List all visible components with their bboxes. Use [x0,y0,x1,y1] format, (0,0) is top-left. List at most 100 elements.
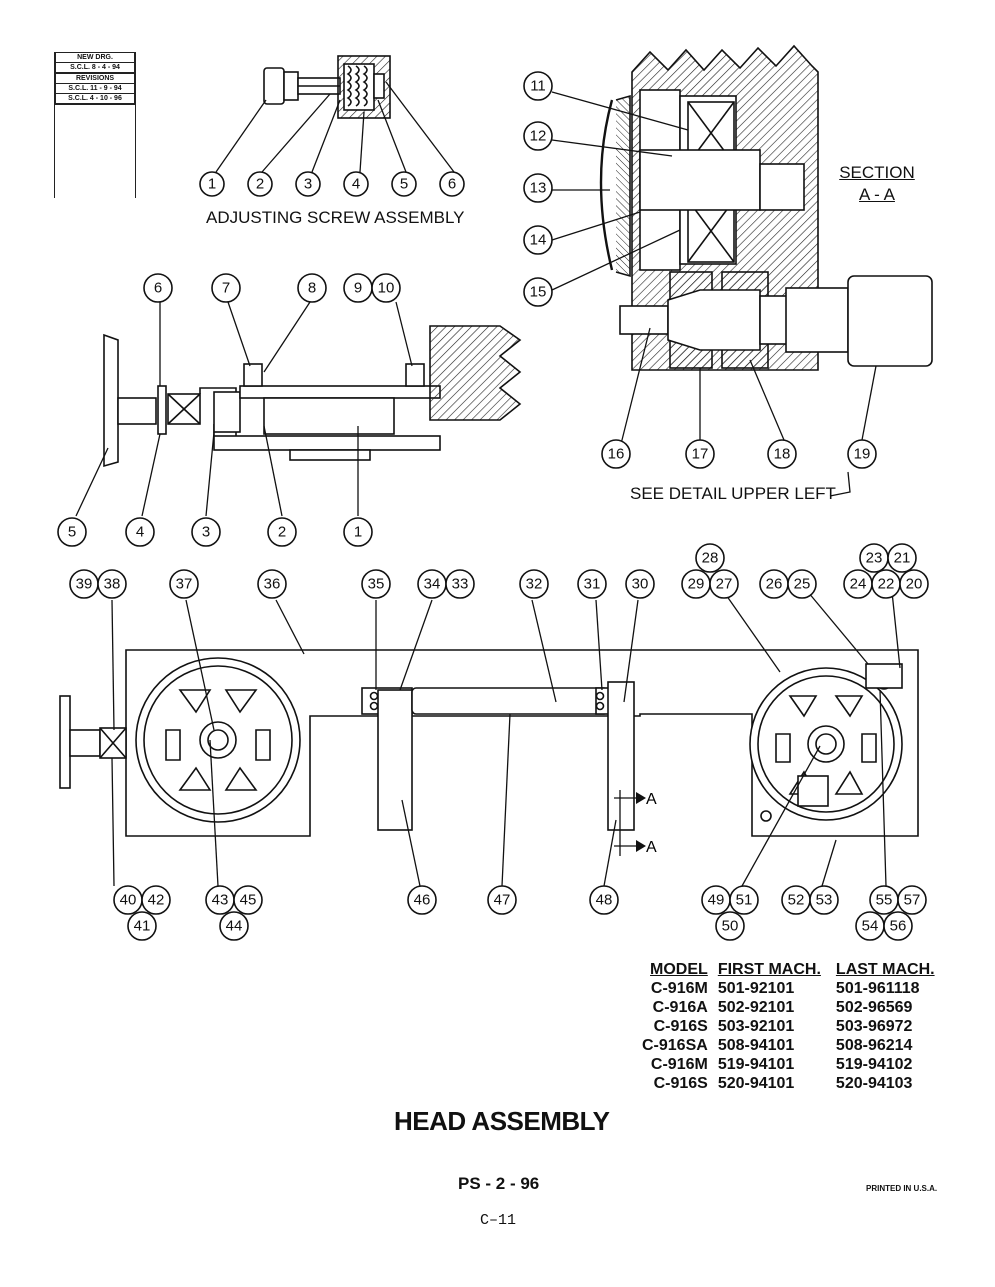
column-header-first-mach: FIRST MACH. [717,961,821,978]
callout-5: 5 [391,171,417,197]
callout-34: 34 [417,569,447,599]
svg-text:54: 54 [862,918,879,935]
callout-54: 54 [855,911,885,941]
callout-2: 2 [247,171,273,197]
callout-16: 16 [601,439,631,469]
svg-text:8: 8 [308,280,316,297]
callout-5b: 5 [57,517,87,547]
callout-32: 32 [519,569,549,599]
svg-text:14: 14 [530,232,547,249]
svg-text:23: 23 [866,550,883,567]
last-mach-cell: 501-961118 [835,980,920,997]
callout-4: 4 [343,171,369,197]
callout-30: 30 [625,569,655,599]
svg-text:31: 31 [584,576,601,593]
callout-39: 39 [69,569,99,599]
section-caption-line2: A - A [859,185,895,204]
callout-45: 45 [233,885,263,915]
column-header-last-mach: LAST MACH. [835,961,935,978]
svg-text:13: 13 [530,180,547,197]
svg-text:7: 7 [222,280,230,297]
revision-block: NEW DRG. S.C.L. 8 - 4 - 94 REVISIONS S.C… [54,52,136,198]
main-head-view [59,649,919,837]
model-cell: C-916M [650,1056,708,1073]
column-header-model: MODEL [650,961,708,978]
callout-11: 11 [523,71,553,101]
callout-10: 10 [371,273,401,303]
first-mach-cell: 503-92101 [717,1018,795,1035]
svg-text:46: 46 [414,892,431,909]
svg-text:5: 5 [68,524,76,541]
svg-text:48: 48 [596,892,613,909]
callout-1: 1 [199,171,225,197]
callout-50: 50 [715,911,745,941]
svg-text:28: 28 [702,550,719,567]
callout-20: 20 [899,569,929,599]
svg-text:22: 22 [878,576,895,593]
callout-53: 53 [809,885,839,915]
section-marker-a-bottom: A [646,839,657,856]
svg-text:25: 25 [794,576,811,593]
callout-46: 46 [407,885,437,915]
table-header-row: MODEL FIRST MACH. LAST MACH. [642,960,942,979]
svg-text:9: 9 [354,280,362,297]
new-drg-label: NEW DRG. [56,53,134,63]
svg-text:37: 37 [176,576,193,593]
svg-text:19: 19 [854,446,871,463]
model-cell: C-916S [653,1018,708,1035]
adjusting-screw-detail [263,55,391,119]
svg-text:10: 10 [378,280,395,297]
svg-text:2: 2 [278,524,286,541]
revisions-label: REVISIONS [56,74,134,84]
svg-text:4: 4 [136,524,144,541]
callout-28: 28 [695,543,725,573]
callout-26: 26 [759,569,789,599]
last-mach-cell: 503-96972 [835,1018,913,1035]
svg-text:2: 2 [256,176,264,193]
callout-2b: 2 [267,517,297,547]
svg-text:41: 41 [134,918,151,935]
svg-text:15: 15 [530,284,547,301]
callout-27: 27 [709,569,739,599]
svg-text:47: 47 [494,892,511,909]
callout-31: 31 [577,569,607,599]
page-title: HEAD ASSEMBLY [394,1106,610,1136]
callout-6: 6 [439,171,465,197]
svg-text:45: 45 [240,892,257,909]
svg-text:44: 44 [226,918,243,935]
model-cell: C-916M [650,980,708,997]
callout-6b: 6 [143,273,173,303]
svg-text:6: 6 [448,176,456,193]
section-a-a-drawing [599,44,933,371]
svg-text:39: 39 [76,576,93,593]
callout-36: 36 [257,569,287,599]
callout-47: 47 [487,885,517,915]
callout-17: 17 [685,439,715,469]
svg-text:3: 3 [304,176,312,193]
callout-4b: 4 [125,517,155,547]
svg-text:35: 35 [368,576,385,593]
first-mach-cell: 520-94101 [717,1075,795,1092]
callout-51: 51 [729,885,759,915]
svg-text:36: 36 [264,576,281,593]
svg-text:42: 42 [148,892,165,909]
callout-19: 19 [847,439,877,469]
svg-text:12: 12 [530,128,547,145]
svg-text:5: 5 [400,176,408,193]
svg-text:55: 55 [876,892,893,909]
callout-18: 18 [767,439,797,469]
callout-1b: 1 [343,517,373,547]
first-mach-cell: 519-94101 [717,1056,795,1073]
svg-text:26: 26 [766,576,783,593]
callout-9: 9 [343,273,373,303]
callout-49: 49 [701,885,731,915]
revision-entry: S.C.L. 11 - 9 - 94 [56,84,134,94]
svg-text:29: 29 [688,576,705,593]
svg-text:18: 18 [774,446,791,463]
callout-21: 21 [887,543,917,573]
callout-23: 23 [859,543,889,573]
